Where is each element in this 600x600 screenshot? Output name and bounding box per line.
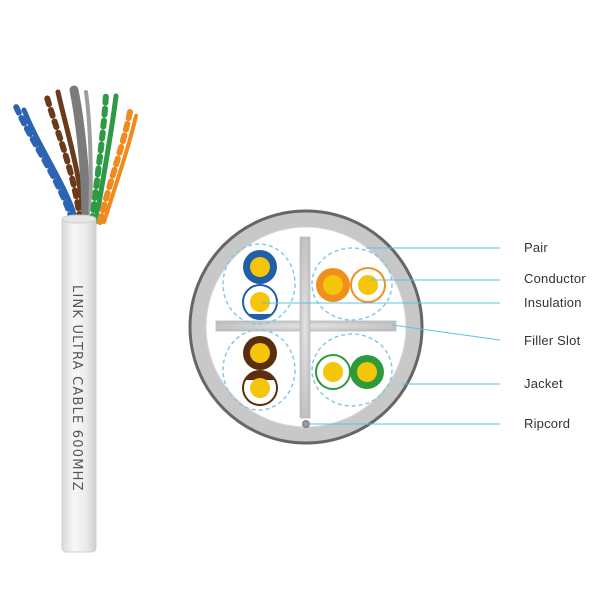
twisted-pairs <box>11 85 138 227</box>
orange-pair <box>316 267 386 303</box>
filler-leader <box>391 324 501 341</box>
blue-pair <box>242 250 278 320</box>
cable-cross-section <box>188 209 424 445</box>
label-jacket: Jacket <box>524 376 563 391</box>
pair-outlines <box>222 243 393 411</box>
label-insulation: Insulation <box>524 295 582 310</box>
brown-pair <box>242 336 278 406</box>
green-pair <box>315 354 384 390</box>
leader-lines <box>262 247 501 425</box>
label-ripcord: Ripcord <box>524 416 570 431</box>
cable-side-view: LINK ULTRA CABLE 600MHZ <box>11 85 138 553</box>
callout-labels: Pair Conductor Insulation Filler Slot Ja… <box>524 240 586 431</box>
label-conductor: Conductor <box>524 271 586 286</box>
label-filler-slot: Filler Slot <box>524 333 581 348</box>
cable-print-text: LINK ULTRA CABLE 600MHZ <box>69 285 84 492</box>
label-pair: Pair <box>524 240 548 255</box>
